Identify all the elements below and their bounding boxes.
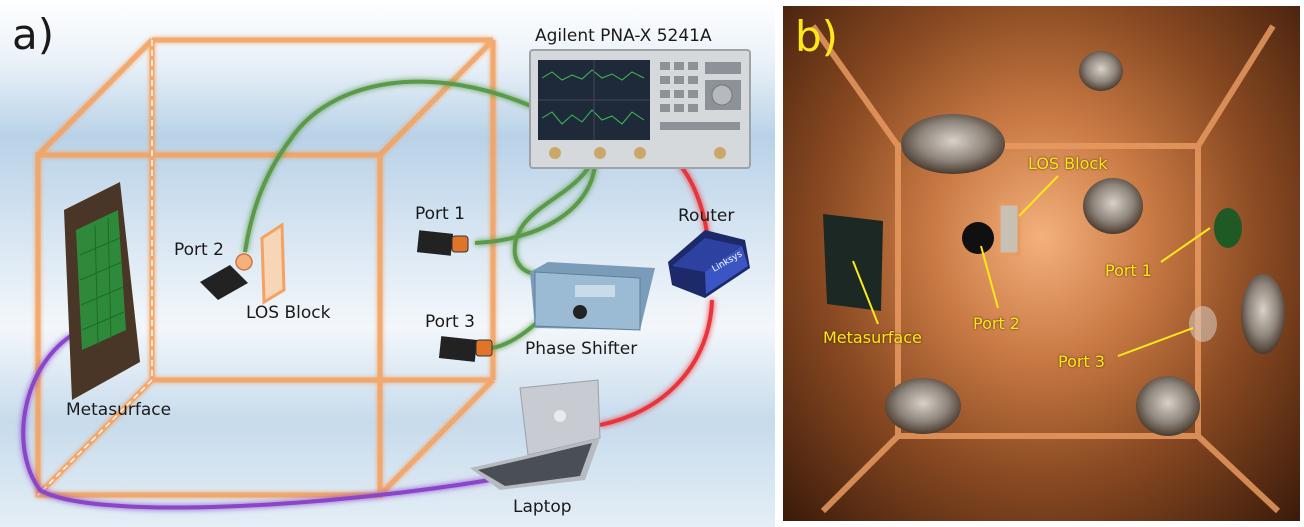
photo-metasurface-label: Metasurface [823,328,922,347]
port1-antenna [416,230,469,256]
panel-b-photo: b) LOS Block Port 1 Port 2 Port 3 Metasu… [783,6,1300,521]
photo-port1-label: Port 1 [1105,261,1152,280]
network-analyzer [529,49,751,169]
foil-patches [885,51,1285,436]
photo-port2-label: Port 2 [973,314,1020,333]
port2-label: Port 2 [174,240,224,260]
laptop-label: Laptop [513,497,572,517]
port1-label: Port 1 [415,204,465,224]
green-cable-shifter [512,163,592,277]
phase-shifter-box [530,262,655,331]
cage-frame-edges [810,24,1281,514]
purple-cable-laptop [21,333,491,510]
los-block [260,222,286,305]
router-device: Linksys [668,230,750,298]
green-cable-port1 [474,164,597,245]
panel-a-schematic: Linksys [0,0,775,527]
port1-photo [1214,208,1242,248]
panel-b-letter: b) [795,12,839,61]
metasurface-board [64,182,140,400]
los-block-label: LOS Block [246,303,331,323]
port3-antenna [438,336,493,362]
photo-port3-label: Port 3 [1058,352,1105,371]
port2-antenna [200,253,253,300]
laptop-device [470,379,601,490]
green-cable-port2 [243,79,541,253]
panel-a-letter: a) [12,10,55,59]
port3-label: Port 3 [425,312,475,332]
metasurface-label: Metasurface [66,400,172,420]
router-label: Router [678,206,735,226]
los-block-photo [997,202,1021,256]
port2-photo [962,222,994,254]
panel-b-drawing [810,24,1285,514]
port3-photo [1189,306,1217,342]
faraday-cage [35,37,496,498]
red-cable-laptop [599,299,714,427]
phase-shifter-label: Phase Shifter [525,339,638,359]
panel-a-drawing: Linksys [21,37,751,510]
annotation-arrows [852,175,1211,357]
photo-los-block-label: LOS Block [1028,154,1108,173]
instrument-label: Agilent PNA-X 5241A [535,26,712,46]
